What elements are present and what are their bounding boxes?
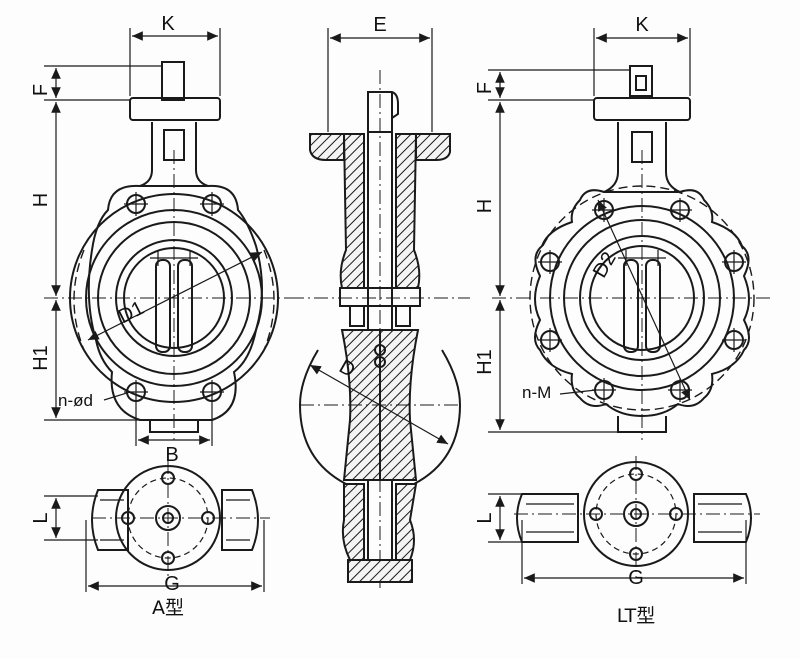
right-stem-top bbox=[629, 65, 653, 97]
right-neck bbox=[603, 122, 681, 193]
right-stem-key bbox=[635, 75, 647, 91]
left-top-flange bbox=[129, 97, 221, 121]
left-body bbox=[87, 184, 263, 421]
right-disc-slot-left bbox=[623, 259, 639, 353]
left-top-view bbox=[44, 460, 270, 592]
left-l-label: L bbox=[30, 512, 52, 523]
middle-collar-lug bbox=[349, 305, 365, 327]
right-top-flange bbox=[593, 97, 691, 121]
left-stem-top bbox=[161, 61, 185, 101]
left-k-label: K bbox=[161, 13, 175, 35]
middle-neck-wall-right bbox=[395, 133, 421, 289]
left-n-od-label: n-ød bbox=[58, 391, 93, 410]
right-k-label: K bbox=[635, 14, 649, 36]
middle-disc-pin bbox=[374, 344, 386, 356]
left-disc-slot-left bbox=[155, 259, 171, 353]
left-hole-crosshairs bbox=[124, 192, 224, 404]
left-bottom-tab bbox=[149, 420, 199, 433]
right-top-view-lug bbox=[516, 493, 579, 543]
right-top-view bbox=[488, 456, 760, 584]
left-caption: A型 bbox=[152, 597, 184, 619]
left-f-label: F bbox=[30, 84, 52, 96]
left-valve-view bbox=[44, 28, 290, 446]
right-f-label: F bbox=[474, 82, 496, 94]
right-caption: LT型 bbox=[617, 605, 656, 627]
middle-e-label: E bbox=[373, 14, 386, 36]
right-n-m-leader bbox=[559, 389, 597, 395]
right-top-view-lug bbox=[693, 493, 752, 543]
middle-collar-lug bbox=[395, 305, 411, 327]
right-d2-dimension-line bbox=[597, 199, 691, 401]
left-h-label: H bbox=[30, 193, 52, 207]
middle-lower-wall-left bbox=[341, 483, 365, 561]
left-top-view-stem bbox=[155, 505, 181, 531]
left-b-label: B bbox=[165, 444, 178, 466]
middle-neck-wall-left bbox=[339, 133, 365, 289]
right-n-m-label: n-M bbox=[522, 383, 551, 402]
left-d1-dimension-line bbox=[87, 251, 263, 341]
left-top-view-lug bbox=[221, 489, 259, 551]
right-l-label: L bbox=[474, 512, 496, 523]
right-g-label: G bbox=[628, 567, 644, 589]
right-disc-slot-right bbox=[645, 259, 661, 353]
middle-flange-left bbox=[309, 133, 345, 161]
left-dashed-arc-left bbox=[73, 249, 85, 351]
middle-bottom-plug bbox=[347, 559, 413, 583]
left-n-od-leader bbox=[103, 391, 131, 401]
middle-flange-right bbox=[415, 133, 451, 161]
middle-disc-arc-right bbox=[413, 349, 462, 485]
right-top-view-lug-lines bbox=[526, 503, 742, 533]
left-top-view-lug bbox=[91, 489, 129, 551]
middle-lower-wall-right bbox=[395, 483, 418, 561]
middle-section-view bbox=[290, 28, 470, 590]
right-h-label: H bbox=[474, 199, 496, 213]
right-h1-label: H1 bbox=[474, 349, 496, 375]
left-top-view-lug-lines bbox=[100, 499, 250, 541]
left-g-label: G bbox=[164, 573, 180, 595]
right-valve-view bbox=[488, 28, 770, 440]
middle-stem-top bbox=[367, 91, 399, 133]
left-disc-slot-right bbox=[177, 259, 193, 353]
middle-disc-arc-left bbox=[298, 349, 347, 485]
left-h1-label: H1 bbox=[30, 345, 52, 371]
left-dashed-arc-right bbox=[263, 249, 275, 351]
